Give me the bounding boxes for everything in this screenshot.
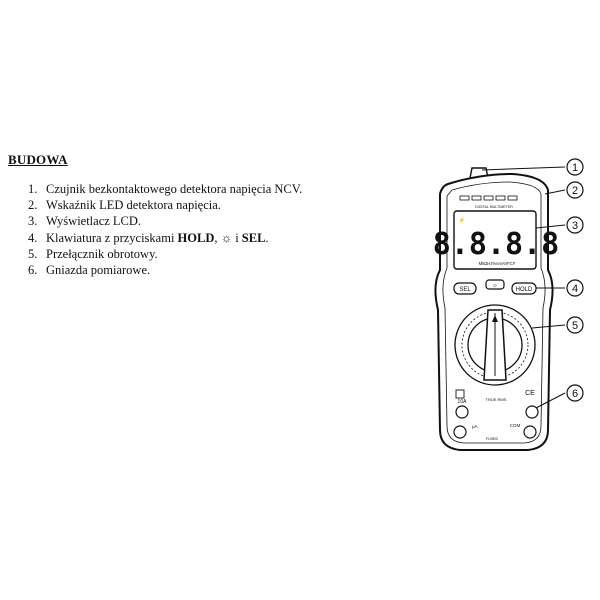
lcd-units: MkΩHz%nmAVFCF bbox=[479, 261, 516, 266]
jack-com[interactable] bbox=[523, 425, 537, 439]
callout-circle bbox=[566, 181, 584, 199]
list-text-prefix: Klawiatura z przyciskami bbox=[46, 230, 178, 245]
callouts: 1 2 3 4 5 6 bbox=[566, 158, 584, 402]
list-text: Wskaźnik LED detektora napięcia. bbox=[46, 198, 221, 213]
list-item: 5. Przełącznik obrotowy. bbox=[28, 246, 302, 262]
list-text: Przełącznik obrotowy. bbox=[46, 246, 158, 261]
list-number: 6. bbox=[28, 263, 38, 278]
callout-circle bbox=[566, 384, 584, 402]
callout-circle bbox=[566, 158, 584, 176]
sel-word: SEL bbox=[241, 230, 266, 245]
jack-10a[interactable] bbox=[455, 405, 469, 419]
list-text: Gniazda pomiarowe. bbox=[46, 263, 151, 278]
jack-ua-label: μA bbox=[472, 424, 478, 429]
fuse-label: FUSED bbox=[486, 437, 499, 441]
parts-list: 1. Czujnik bezkontaktowego detektora napi… bbox=[28, 181, 302, 278]
callout-number: 1 bbox=[572, 162, 578, 174]
list-text: Czujnik bezkontaktowego detektora napięc… bbox=[46, 182, 303, 196]
led-indicator bbox=[459, 195, 518, 201]
body-inner-line bbox=[442, 181, 546, 444]
header-label: DIGITAL MULTIMETER bbox=[475, 205, 513, 209]
list-item: 6. Gniazda pomiarowe. bbox=[28, 262, 302, 278]
jack-10a-label: 10A bbox=[458, 399, 468, 405]
list-number: 1. bbox=[28, 182, 38, 196]
leader-line-6 bbox=[535, 392, 566, 409]
leader-line-2 bbox=[544, 189, 566, 195]
list-item: 2. Wskaźnik LED detektora napięcia. bbox=[28, 197, 302, 213]
lcd-display bbox=[453, 210, 537, 270]
section-heading: BUDOWA bbox=[8, 152, 68, 167]
sel-button-label: SEL bbox=[459, 287, 471, 293]
list-item: 4. Klawiatura z przyciskami HOLD, ☼ i SEL… bbox=[28, 230, 302, 246]
backlight-icon: ☼ bbox=[492, 283, 498, 289]
callout-number: 4 bbox=[572, 283, 578, 295]
hold-word: HOLD bbox=[177, 230, 215, 245]
list-number: 2. bbox=[28, 198, 38, 213]
list-item: 3. Wyświetlacz LCD. bbox=[28, 213, 302, 229]
jack-ua[interactable] bbox=[453, 425, 467, 439]
list-number: 4. bbox=[28, 230, 38, 245]
jack-v[interactable] bbox=[525, 405, 539, 419]
jack-panel: TRUE RMS CE 10A μA FUSED COM bbox=[453, 389, 539, 441]
list-number: 3. bbox=[28, 214, 38, 229]
lcd-digits: 8.8.8.8 bbox=[433, 227, 559, 262]
callout-number: 3 bbox=[572, 220, 578, 232]
callout-number: 6 bbox=[572, 388, 578, 400]
callout-number: 2 bbox=[572, 185, 578, 197]
callout-circle bbox=[566, 279, 584, 297]
list-text-suffix: . bbox=[265, 230, 269, 245]
leader-line-1 bbox=[481, 166, 566, 171]
multimeter-drawing: DIGITAL MULTIMETER 8.8.8.8 MkΩHz%nmAVFCF… bbox=[433, 158, 584, 451]
callout-circle bbox=[566, 216, 584, 234]
ce-label: CE bbox=[525, 390, 535, 397]
trms-label: TRUE RMS bbox=[486, 397, 507, 402]
rotary-switch bbox=[454, 304, 536, 386]
callout-circle bbox=[566, 316, 584, 334]
leader-line-5 bbox=[531, 324, 566, 329]
list-number: 5. bbox=[28, 246, 38, 261]
keypad: SEL ☼ HOLD bbox=[453, 279, 537, 295]
leader-line-3 bbox=[535, 224, 566, 229]
hold-button-label: HOLD bbox=[516, 287, 533, 293]
list-text: Wyświetlacz LCD. bbox=[46, 214, 142, 229]
list-item: 1. Czujnik bezkontaktowego detektora napi… bbox=[28, 181, 302, 197]
sel-button[interactable] bbox=[453, 282, 477, 295]
lcd-flag-icon: ⚡ bbox=[458, 216, 465, 224]
jack-com-label: COM bbox=[510, 423, 521, 428]
callout-number: 5 bbox=[572, 320, 578, 332]
backlight-button[interactable] bbox=[485, 279, 505, 290]
list-text-mid: , ☼ i bbox=[214, 230, 242, 245]
